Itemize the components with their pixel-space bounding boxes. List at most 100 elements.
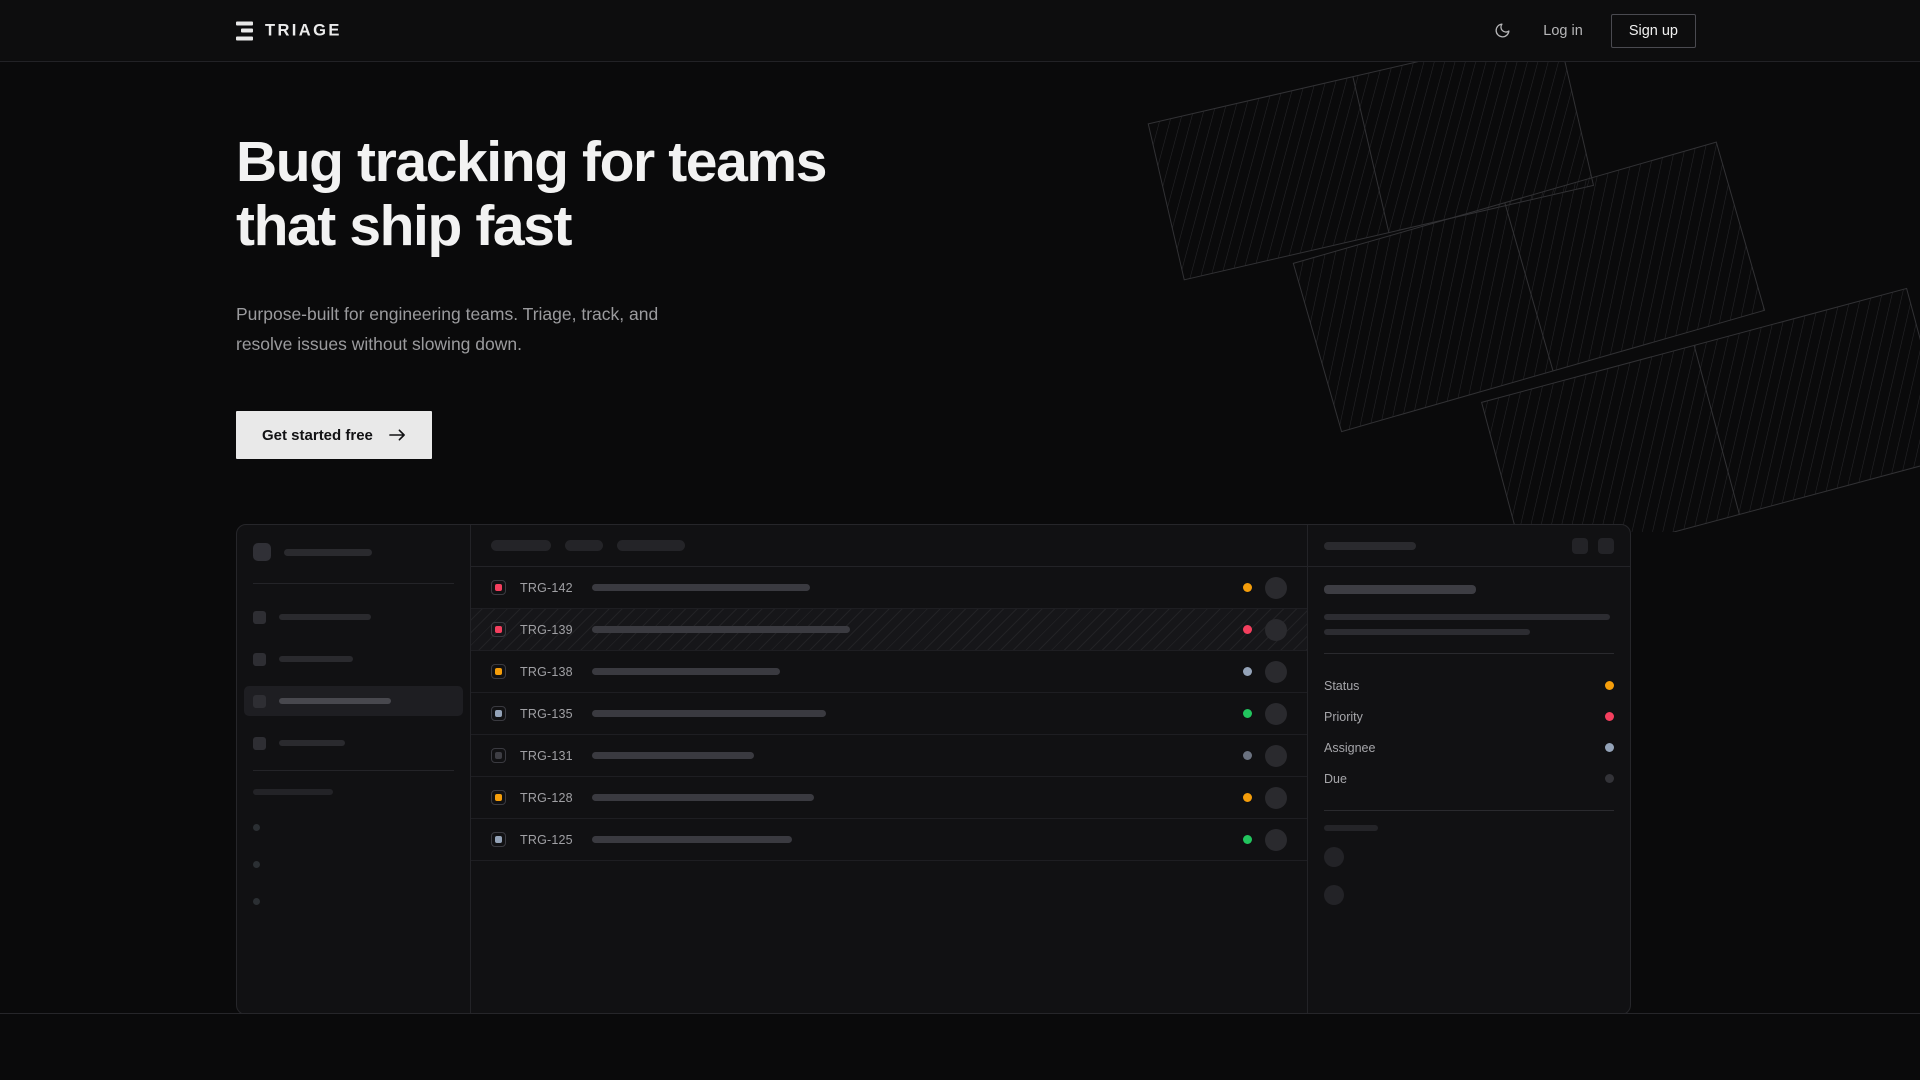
table-row[interactable]: TRG-138: [471, 651, 1307, 693]
sidebar-item-icon: [253, 652, 266, 666]
avatar[interactable]: [1265, 744, 1287, 767]
priority-icon[interactable]: [491, 664, 506, 679]
priority-icon[interactable]: [491, 790, 506, 805]
arrow-right-icon: [389, 429, 405, 441]
avatar[interactable]: [1265, 618, 1287, 641]
issue-id: TRG-135: [520, 706, 573, 721]
issue-key-skeleton: [1324, 541, 1416, 550]
detail-field-label: Assignee: [1324, 740, 1376, 755]
avatar[interactable]: [1265, 576, 1287, 599]
detail-field-label: Due: [1324, 771, 1347, 786]
detail-field-label: Status: [1324, 678, 1360, 693]
hero-copy: Bug tracking for teams that ship fast Pu…: [236, 130, 936, 459]
sidebar-sub-item-3[interactable]: [253, 887, 454, 915]
toolbar-chip-1[interactable]: [491, 540, 551, 551]
avatar: [1324, 885, 1344, 905]
detail-field-priority[interactable]: Priority: [1324, 701, 1614, 732]
table-row[interactable]: TRG-139: [471, 609, 1307, 651]
issue-title-skeleton: [592, 794, 814, 801]
get-started-button[interactable]: Get started free: [236, 411, 432, 459]
table-row[interactable]: TRG-128: [471, 777, 1307, 819]
sidebar-sub-item-dot-icon: [253, 860, 260, 868]
row-meta: [1243, 702, 1287, 725]
avatar[interactable]: [1265, 828, 1287, 851]
detail-field-assignee[interactable]: Assignee: [1324, 732, 1614, 763]
priority-icon[interactable]: [491, 622, 506, 637]
detail-body-line-2: [1324, 629, 1530, 635]
row-meta: [1243, 576, 1287, 599]
sidebar-item-3[interactable]: [244, 686, 463, 716]
issue-title-skeleton: [592, 668, 780, 675]
header-actions: Log in Sign up: [1489, 13, 1696, 48]
sidebar-sub-item-dot-icon: [253, 897, 260, 905]
sidebar-divider-bottom: [253, 770, 454, 771]
table-row[interactable]: TRG-125: [471, 819, 1307, 861]
preview-sidebar: [237, 525, 471, 1013]
sidebar-section-heading: [253, 789, 333, 795]
detail-field-status[interactable]: Status: [1324, 670, 1614, 701]
row-meta: [1243, 786, 1287, 809]
comments-heading-skeleton: [1324, 825, 1378, 831]
table-row[interactable]: TRG-131: [471, 735, 1307, 777]
detail-action-1-button[interactable]: [1572, 537, 1588, 554]
workspace-name-skeleton: [284, 548, 372, 556]
sidebar-item-label-skeleton: [279, 698, 391, 704]
issue-title-skeleton: [592, 710, 826, 717]
status-badge: [1243, 793, 1252, 802]
brand-logo[interactable]: TRIAGE: [236, 21, 342, 40]
page-title: Bug tracking for teams that ship fast: [236, 130, 827, 259]
workspace-switcher[interactable]: [253, 543, 454, 561]
avatar[interactable]: [1265, 786, 1287, 809]
detail-separator-2: [1324, 810, 1614, 811]
status-badge: [1243, 625, 1252, 634]
section-divider: [0, 1013, 1920, 1014]
row-meta: [1243, 828, 1287, 851]
row-meta: [1243, 744, 1287, 767]
row-meta: [1243, 618, 1287, 641]
priority-icon[interactable]: [491, 706, 506, 721]
signup-button[interactable]: Sign up: [1610, 13, 1696, 48]
sidebar-item-1[interactable]: [244, 602, 463, 632]
issue-title-skeleton: [592, 836, 792, 843]
issue-id: TRG-142: [520, 580, 573, 595]
toolbar-chip-2[interactable]: [565, 540, 603, 551]
row-meta: [1243, 660, 1287, 683]
moon-icon[interactable]: [1489, 18, 1515, 44]
detail-action-2-button[interactable]: [1598, 537, 1614, 554]
sidebar-item-icon: [253, 694, 266, 708]
avatar[interactable]: [1265, 660, 1287, 683]
status-badge: [1243, 583, 1252, 592]
status-badge: [1243, 835, 1252, 844]
priority-icon[interactable]: [491, 748, 506, 763]
sidebar-item-2[interactable]: [244, 644, 463, 674]
priority-icon[interactable]: [491, 580, 506, 595]
avatar: [1324, 847, 1344, 867]
stacked-bars-icon: [236, 21, 253, 40]
sidebar-sub-item-2[interactable]: [253, 850, 454, 878]
sidebar-item-label-skeleton: [279, 656, 353, 662]
detail-actions: [1572, 537, 1614, 554]
detail-field-value-indicator: [1605, 774, 1614, 783]
issue-title-skeleton: [1324, 585, 1476, 594]
site-header: TRIAGE Log in Sign up: [0, 0, 1920, 62]
issue-id: TRG-131: [520, 748, 573, 763]
sidebar-item-4[interactable]: [244, 728, 463, 758]
issue-title-skeleton: [592, 584, 810, 591]
cta-label: Get started free: [262, 426, 373, 444]
table-row[interactable]: TRG-142: [471, 567, 1307, 609]
detail-field-due[interactable]: Due: [1324, 763, 1614, 794]
table-row[interactable]: TRG-135: [471, 693, 1307, 735]
sidebar-item-icon: [253, 736, 266, 750]
login-button[interactable]: Log in: [1541, 19, 1585, 43]
detail-body-line-1: [1324, 614, 1610, 620]
sidebar-sub-item-1[interactable]: [253, 813, 454, 841]
detail-field-value-indicator: [1605, 681, 1614, 690]
toolbar-chip-3[interactable]: [617, 540, 685, 551]
avatar[interactable]: [1265, 702, 1287, 725]
priority-icon[interactable]: [491, 832, 506, 847]
